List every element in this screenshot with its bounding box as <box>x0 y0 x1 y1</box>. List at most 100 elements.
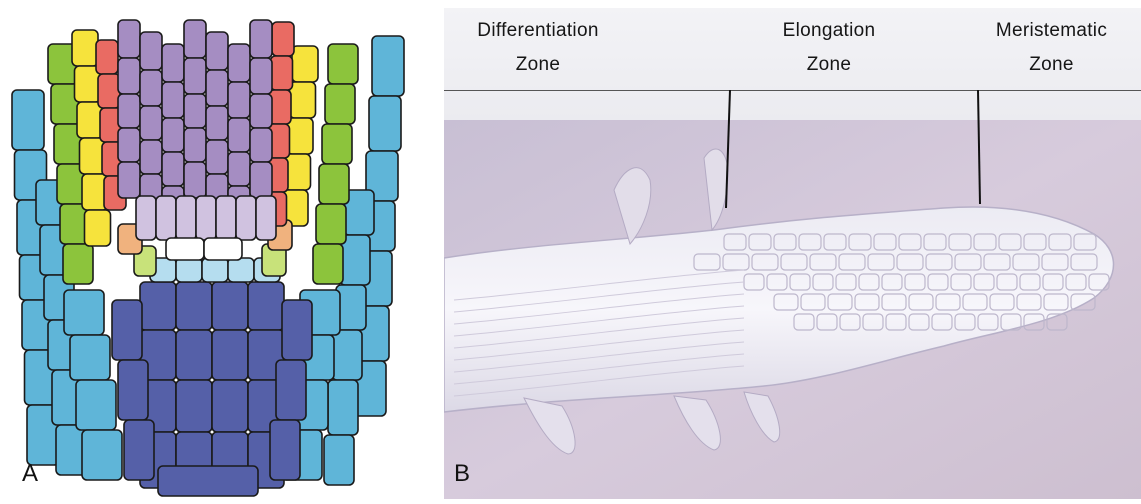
columella-cell <box>212 282 248 330</box>
quiescent-center-cell <box>166 238 204 260</box>
meristematic-zone-label: Meristematic Zone <box>964 14 1139 82</box>
columella-cell <box>158 466 258 496</box>
epidermis-cell <box>313 244 343 284</box>
epidermis-cell <box>328 44 358 84</box>
cortex-cell <box>77 102 103 138</box>
stele-cell <box>206 70 228 106</box>
stele-cell <box>206 140 228 174</box>
zone-label-line: Elongation <box>754 14 904 48</box>
columella-cell <box>176 282 212 330</box>
cortex-cell <box>85 210 111 246</box>
stele-cell <box>184 128 206 162</box>
endodermis-cell <box>98 74 120 108</box>
columella-cell <box>282 300 312 360</box>
stele-cell <box>184 20 206 58</box>
stele-cell <box>206 106 228 140</box>
stele-cell <box>118 162 140 198</box>
columella-cell <box>276 360 306 420</box>
lateral-root-cap-cell <box>328 380 358 435</box>
panel-letter-b: B <box>454 460 470 488</box>
stele-initial-cell <box>216 196 236 240</box>
epidermis-cell <box>319 164 349 204</box>
stele-cell <box>228 118 250 152</box>
lateral-root-cap-cell <box>70 335 110 380</box>
stele-cell <box>228 152 250 186</box>
lateral-root-cap-cell <box>64 290 104 335</box>
columella-cell <box>270 420 300 480</box>
stele-cell <box>250 20 272 58</box>
stele-cell <box>162 44 184 82</box>
epidermis-cell <box>325 84 355 124</box>
stele-cell <box>184 94 206 128</box>
stele-cell <box>250 128 272 162</box>
stele-cell <box>250 58 272 94</box>
differentiation-zone-label: Differentiation Zone <box>448 14 628 82</box>
stele-initial-cell <box>256 196 276 240</box>
stele-initial-cell <box>236 196 256 240</box>
stele-cell <box>184 162 206 198</box>
stele-cell <box>184 58 206 94</box>
initial-cells <box>136 196 276 260</box>
cortex-cell <box>287 118 313 154</box>
stele-cell <box>250 162 272 198</box>
stele-cell <box>140 140 162 174</box>
stele-cell <box>162 152 184 186</box>
zone-label-line: Zone <box>448 48 628 82</box>
panel-letter-a: A <box>22 460 38 488</box>
stele-cell <box>228 44 250 82</box>
lateral-root-cap-cell <box>12 90 44 150</box>
columella-cell <box>212 380 248 432</box>
lateral-root-cap-cell <box>332 330 362 380</box>
quiescent-center-cell <box>204 238 242 260</box>
columella-initial-cell <box>176 258 202 282</box>
endodermis-cell <box>271 56 293 90</box>
header-divider <box>444 90 1141 91</box>
endodermis-cell <box>272 22 294 56</box>
columella-cell <box>176 380 212 432</box>
lateral-root-cap-cell <box>369 96 401 151</box>
stele-cell <box>228 82 250 118</box>
columella-cell <box>112 300 142 360</box>
stele-initial-cell <box>176 196 196 240</box>
stele-initial-cell <box>136 196 156 240</box>
stele-cell <box>162 82 184 118</box>
stele-initial-cell <box>156 196 176 240</box>
epidermis-cell <box>63 244 93 284</box>
columella-cell <box>118 360 148 420</box>
columella-cell <box>212 330 248 380</box>
stele-cell <box>118 94 140 128</box>
lateral-root-cap-cell <box>76 380 116 430</box>
lateral-root-cap-cell <box>82 430 122 480</box>
columella-cells <box>112 258 312 496</box>
columella-cell <box>248 282 284 330</box>
columella-initial-cell <box>202 258 228 282</box>
lateral-root-cap-cell <box>324 435 354 485</box>
stele-cell <box>206 32 228 70</box>
zone-label-line: Meristematic <box>964 14 1139 48</box>
root-tip-diagram <box>0 0 440 499</box>
stele-initial-cell <box>196 196 216 240</box>
cortex-cell <box>290 82 316 118</box>
zone-label-line: Differentiation <box>448 14 628 48</box>
zone-label-line: Zone <box>964 48 1139 82</box>
zone-header: Differentiation Zone Elongation Zone Mer… <box>444 8 1141 120</box>
endodermis-cell <box>96 40 118 74</box>
stele-cell <box>118 58 140 94</box>
elongation-zone-label: Elongation Zone <box>754 14 904 82</box>
stele-cell <box>140 32 162 70</box>
lateral-root-cap-cell <box>372 36 404 96</box>
stele-cell <box>118 20 140 58</box>
epidermis-cell <box>316 204 346 244</box>
cortex-cell <box>72 30 98 66</box>
stele-cells <box>118 20 272 222</box>
stele-cell <box>140 70 162 106</box>
stele-cell <box>162 118 184 152</box>
stele-cell <box>118 128 140 162</box>
stele-cell <box>250 94 272 128</box>
columella-initial-cell <box>228 258 254 282</box>
cortex-cell <box>292 46 318 82</box>
columella-cell <box>124 420 154 480</box>
columella-cell <box>176 330 212 380</box>
stele-cell <box>140 106 162 140</box>
root-tip-schematic: A <box>0 0 440 499</box>
